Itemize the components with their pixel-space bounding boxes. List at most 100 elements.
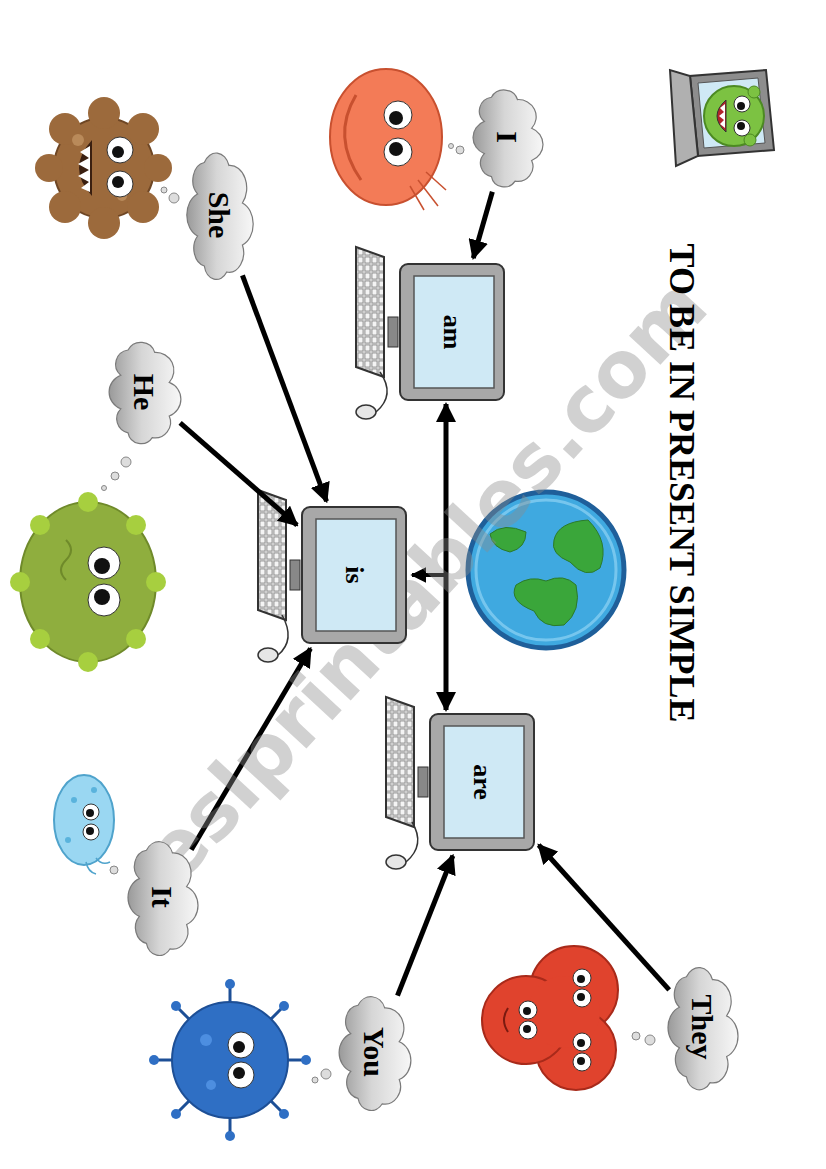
red-monster-part [504,1008,508,1032]
green-monster-part [20,502,156,662]
thought-bubbles-part [121,457,131,467]
brown-monster-part [107,137,133,163]
green-monster [10,492,166,672]
green-monster-part [30,629,50,649]
laptop-monster-icon-part [698,78,765,148]
blue-monster-part [172,1002,288,1118]
brown-monster-part [127,113,159,145]
keyboard-and-mouse [386,697,428,869]
blue-monster-part [206,1080,216,1090]
thought-cloud: He [105,332,185,452]
pronoun-or-verb-text: is [340,566,369,583]
monitor-bezel [302,507,406,643]
cloud-shape [473,89,543,186]
red-monster-part [519,1001,537,1019]
blue-monster-part-part [279,1109,289,1119]
red-monster-part [523,1025,531,1033]
monitor-bezel [430,714,534,850]
pronoun-or-verb-text: I [492,131,525,143]
pronoun-or-verb-text: am [438,315,467,350]
blue-monster-part [228,1032,254,1058]
thought-bubbles-part [632,1032,640,1040]
thought-bubbles-part [449,144,454,149]
orange-monster [330,69,446,210]
light-blue-monster-part [91,787,97,793]
cloud-shape [668,967,738,1089]
keyboard-and-mouse-part [418,767,428,797]
thought-bubbles [312,1069,331,1083]
brown-monster-part [144,154,172,182]
blue-monster-part-part [171,1109,181,1119]
cloud-shape [187,153,253,279]
keyboard-and-mouse-part [356,405,376,419]
brown-monster-part [49,191,81,223]
laptop-monster-icon-part [737,102,745,110]
red-monster-part [577,993,585,1001]
light-blue-monster-part [54,775,114,865]
green-monster-part [94,589,110,605]
thought-bubbles [161,187,179,203]
blue-monster-part [154,984,306,1136]
arrow-connector [398,856,453,996]
cloud-shape [128,841,198,955]
blue-monster-part-part [149,1055,159,1065]
light-blue-monster-part [83,824,99,840]
red-monster-part [573,1053,591,1071]
laptop-monster-icon-part [748,86,760,98]
keyboard-and-mouse [356,247,398,419]
brown-monster-part [127,191,159,223]
blue-monster-part [233,1041,245,1053]
thought-bubbles-part [312,1077,318,1083]
arrow-connector [242,275,326,501]
green-monster-part [61,540,71,580]
orange-monster-part [410,186,424,210]
thought-bubbles-part [169,193,179,203]
blue-monster-part [228,1062,254,1088]
laptop-monster-icon-part [719,104,725,128]
keyboard-and-mouse-part [290,560,300,590]
brown-monster [35,97,172,239]
laptop-monster-icon-part [734,96,750,112]
light-blue-monster-part [71,797,77,803]
worksheet-title: TO BE IN PRESENT SIMPLE [664,244,700,723]
keyboard-and-mouse-part [278,615,288,655]
red-monster-part [519,1021,537,1039]
brown-monster-part [88,97,120,129]
thought-cloud: They [664,955,742,1100]
brown-monster-part [79,140,92,196]
keyboard-and-mouse-part [406,822,418,862]
thought-bubbles-part [110,866,118,874]
green-monster-part [30,515,50,535]
light-blue-monster-part [86,809,94,817]
red-monster-part [577,1057,585,1065]
pronoun-or-verb-text: She [204,192,237,239]
computer-screen: is [300,505,408,645]
brown-monster-part [112,146,124,158]
blue-monster-part-part [225,1131,235,1141]
orange-monster-part [426,172,446,190]
cloud-shape [109,342,181,443]
green-monster-part [88,584,120,616]
computer-screen: am [398,262,506,402]
thought-bubbles-part [161,187,167,193]
laptop-monster-icon-part [744,134,756,146]
laptop-monster-icon-part [737,122,745,130]
orange-monster-part [389,142,403,156]
globe-part [514,578,577,626]
monitor-bezel [400,264,504,400]
pronoun-or-verb-text: He [129,374,162,411]
blue-monster-part-part [171,1001,181,1011]
arrow-connector [180,423,297,525]
thought-bubbles [632,1032,655,1045]
pronoun-or-verb-text: You [359,1027,392,1077]
arrow-connector [539,845,670,990]
thought-bubbles-part [456,146,464,154]
orange-monster-part [345,95,361,180]
light-blue-monster-part [86,827,94,835]
thought-bubbles [110,866,118,874]
light-blue-monster-part [65,837,71,843]
cloud-shape [339,996,411,1110]
blue-monster-part [233,1067,245,1079]
orange-monster-part [418,180,438,206]
